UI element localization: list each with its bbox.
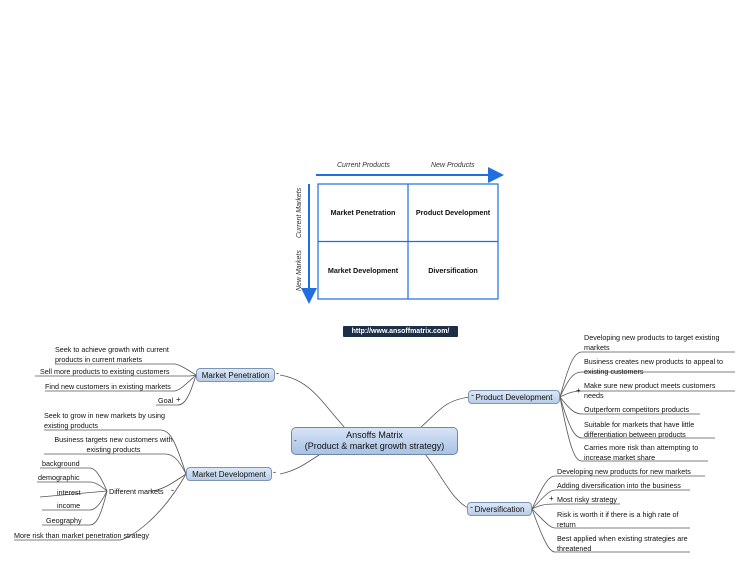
different-markets-collapse-toggle[interactable]: - <box>171 485 174 495</box>
leaf-mp-find-customers: Find new customers in existing markets <box>45 382 171 391</box>
leaf-pd-outperform: Outperform competitors products <box>584 405 690 414</box>
branch-diversification[interactable]: Diversification <box>467 502 532 516</box>
branch-label: Product Development <box>475 392 553 402</box>
cell-market-development: Market Development <box>327 265 399 275</box>
col-header-current-products: Current Products <box>337 162 390 169</box>
leaf-div-best-applied: Best applied when existing strategies ar… <box>557 534 688 553</box>
different-markets-node[interactable]: Different markets <box>109 487 164 496</box>
branch-market-penetration[interactable]: Market Penetration <box>196 368 275 382</box>
leaf-md-more-risk: More risk than market penetration strate… <box>14 531 150 540</box>
leaf-div-adding: Adding diversification into the business <box>557 481 681 490</box>
leaf-div-worth-it: Risk is worth it if there is a high rate… <box>557 510 679 529</box>
leaf-div-new-products: Developing new products for new markets <box>557 467 691 476</box>
leaf-mp-seek-growth: Seek to achieve growth with current prod… <box>55 345 169 364</box>
market-development-collapse-toggle[interactable]: - <box>273 467 276 477</box>
leaf-dm-demographic: demographic <box>38 473 80 482</box>
branch-product-development[interactable]: Product Development <box>468 390 560 404</box>
leaf-dm-geography: Geography <box>46 516 82 525</box>
leaf-mp-goal: Goal <box>158 396 174 405</box>
leaf-dm-interest: interest <box>57 488 81 497</box>
col-header-new-products: New Products <box>431 162 475 169</box>
goal-expand-toggle[interactable]: + <box>176 395 181 404</box>
product-development-collapse-toggle[interactable]: - <box>471 390 474 400</box>
leaf-pd-more-risk: Carries more risk than attempting to inc… <box>584 443 699 462</box>
branch-market-development[interactable]: Market Development <box>186 467 272 481</box>
central-topic-title: Ansoffs Matrix <box>346 430 403 440</box>
leaf-pd-meets-needs: Make sure new product meets customers ne… <box>584 381 716 400</box>
leaf-pd-appeal-existing: Business creates new products to appeal … <box>584 357 724 376</box>
leaf-mp-sell-more: Sell more products to existing customers <box>40 367 170 376</box>
central-topic-subtitle: (Product & market growth strategy) <box>304 441 445 451</box>
leaf-pd-target-existing: Developing new products to target existi… <box>584 333 720 352</box>
cell-market-penetration: Market Penetration <box>330 208 396 217</box>
risky-expand-toggle[interactable]: + <box>549 494 554 503</box>
leaf-md-targets-new: Business targets new customers with exis… <box>54 435 173 454</box>
needs-expand-toggle[interactable]: + <box>576 386 581 395</box>
branch-label: Diversification <box>474 504 525 514</box>
diversification-collapse-toggle[interactable]: - <box>470 502 473 512</box>
central-collapse-toggle[interactable]: - <box>294 436 297 445</box>
branch-label: Market Penetration <box>201 370 270 380</box>
central-topic-node[interactable]: Ansoffs Matrix (Product & market growth … <box>291 427 458 455</box>
leaf-dm-background: background <box>42 459 80 468</box>
market-penetration-collapse-toggle[interactable]: - <box>276 368 279 378</box>
branch-label: Market Development <box>192 469 266 479</box>
leaf-div-most-risky: Most risky strategy <box>557 495 617 504</box>
leaf-md-seek-grow: Seek to grow in new markets by using exi… <box>44 411 166 430</box>
leaf-pd-suitable: Suitable for markets that have little di… <box>584 420 695 439</box>
cell-diversification: Diversification <box>428 265 478 275</box>
url-link[interactable]: http://www.ansoffmatrix.com/ <box>343 326 458 337</box>
leaf-dm-income: income <box>57 501 81 510</box>
cell-product-development: Product Development <box>415 208 491 217</box>
